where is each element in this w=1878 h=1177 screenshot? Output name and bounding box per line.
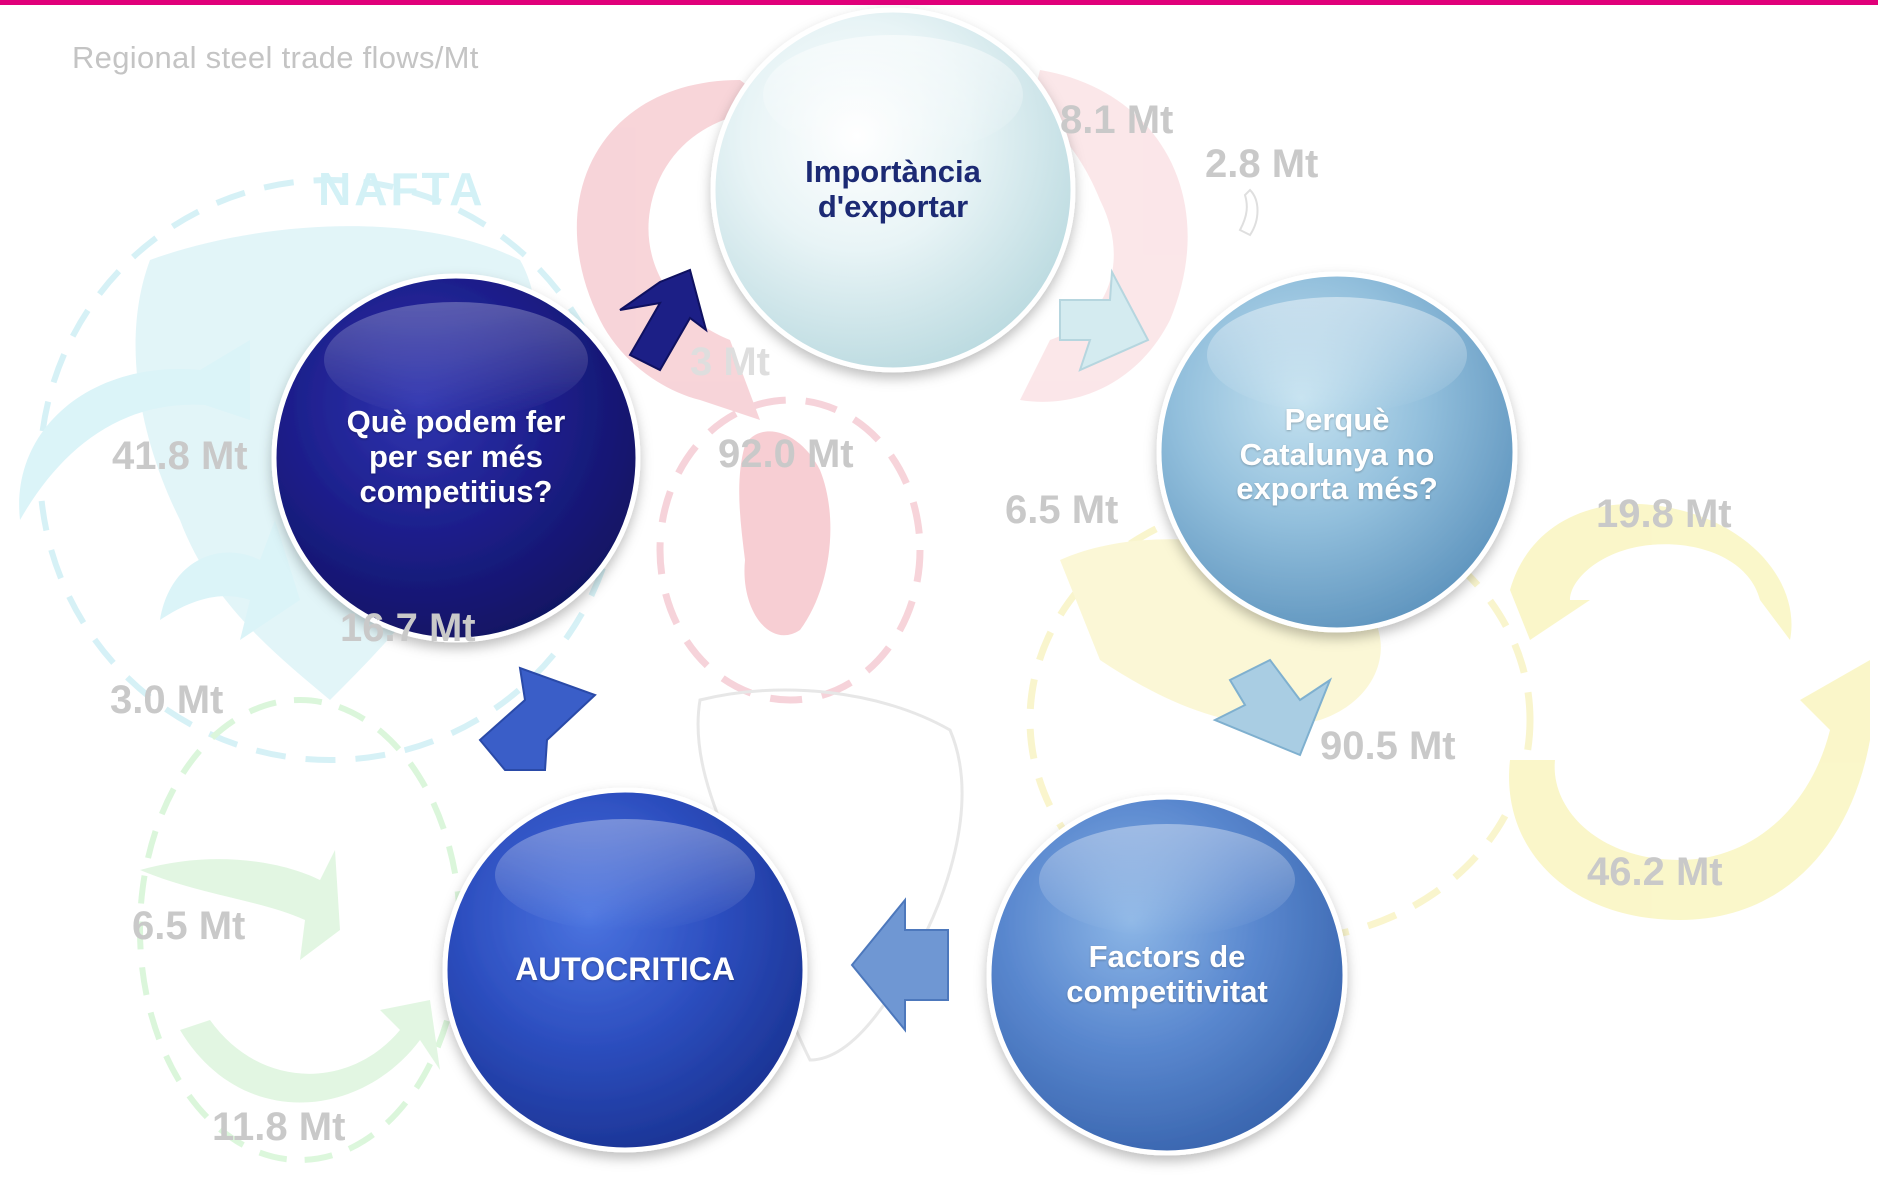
arrow-to-que-podem bbox=[478, 666, 597, 771]
flow-arrow-cis bbox=[1020, 70, 1188, 402]
circle-perque bbox=[1156, 271, 1518, 633]
arrow-to-perque bbox=[1059, 268, 1150, 372]
cycle-arrows bbox=[478, 268, 1333, 1033]
circle-importancia bbox=[710, 7, 1076, 373]
flow-label-90-5: 90.5 Mt bbox=[1320, 724, 1456, 768]
flow-label-6-5-left: 6.5 Mt bbox=[132, 904, 246, 948]
flow-label-3-0: 3.0 Mt bbox=[110, 678, 224, 722]
flow-label-3-8: 3 Mt bbox=[690, 340, 770, 384]
flow-arrow-asia-top bbox=[1510, 503, 1792, 640]
cycle-circles bbox=[271, 7, 1518, 1156]
flow-label-8-1: 8.1 Mt bbox=[1060, 98, 1174, 142]
flow-label-11-8: 11.8 Mt bbox=[212, 1105, 346, 1149]
flow-label-2-8: 2.8 Mt bbox=[1205, 142, 1319, 186]
title-accent-bar bbox=[0, 0, 1878, 5]
europe-region-ring bbox=[656, 396, 924, 704]
arrow-to-factors bbox=[1212, 658, 1333, 757]
flow-label-6-5-center: 6.5 Mt bbox=[1005, 488, 1119, 532]
flow-arrow-nafta-small bbox=[160, 520, 300, 640]
japan-outline bbox=[1238, 188, 1259, 237]
flow-arrow-sa-top bbox=[140, 850, 340, 960]
flow-arrow-nafta bbox=[19, 340, 250, 520]
europe-shape bbox=[739, 431, 831, 636]
flow-arrow-asia-bottom bbox=[1509, 660, 1870, 920]
flow-arrow-sa-bottom bbox=[180, 1000, 440, 1103]
flow-label-19-8: 19.8 Mt bbox=[1596, 492, 1732, 536]
flow-label-41-8: 41.8 Mt bbox=[112, 434, 248, 478]
circle-que-podem bbox=[271, 273, 641, 643]
nafta-region-label: NAFTA bbox=[318, 163, 486, 215]
flow-label-46-2: 46.2 Mt bbox=[1587, 850, 1723, 894]
flow-label-92-0: 92.0 Mt bbox=[718, 432, 854, 476]
arrow-to-autocritica bbox=[850, 897, 949, 1033]
circle-autocritica bbox=[442, 787, 808, 1153]
arrow-to-importancia bbox=[619, 268, 708, 372]
flow-label-16-7: 16.7 Mt bbox=[340, 606, 476, 650]
map-caption: Regional steel trade flows/Mt bbox=[72, 40, 479, 75]
circle-factors bbox=[986, 794, 1348, 1156]
flow-arrow-europe bbox=[576, 80, 780, 420]
